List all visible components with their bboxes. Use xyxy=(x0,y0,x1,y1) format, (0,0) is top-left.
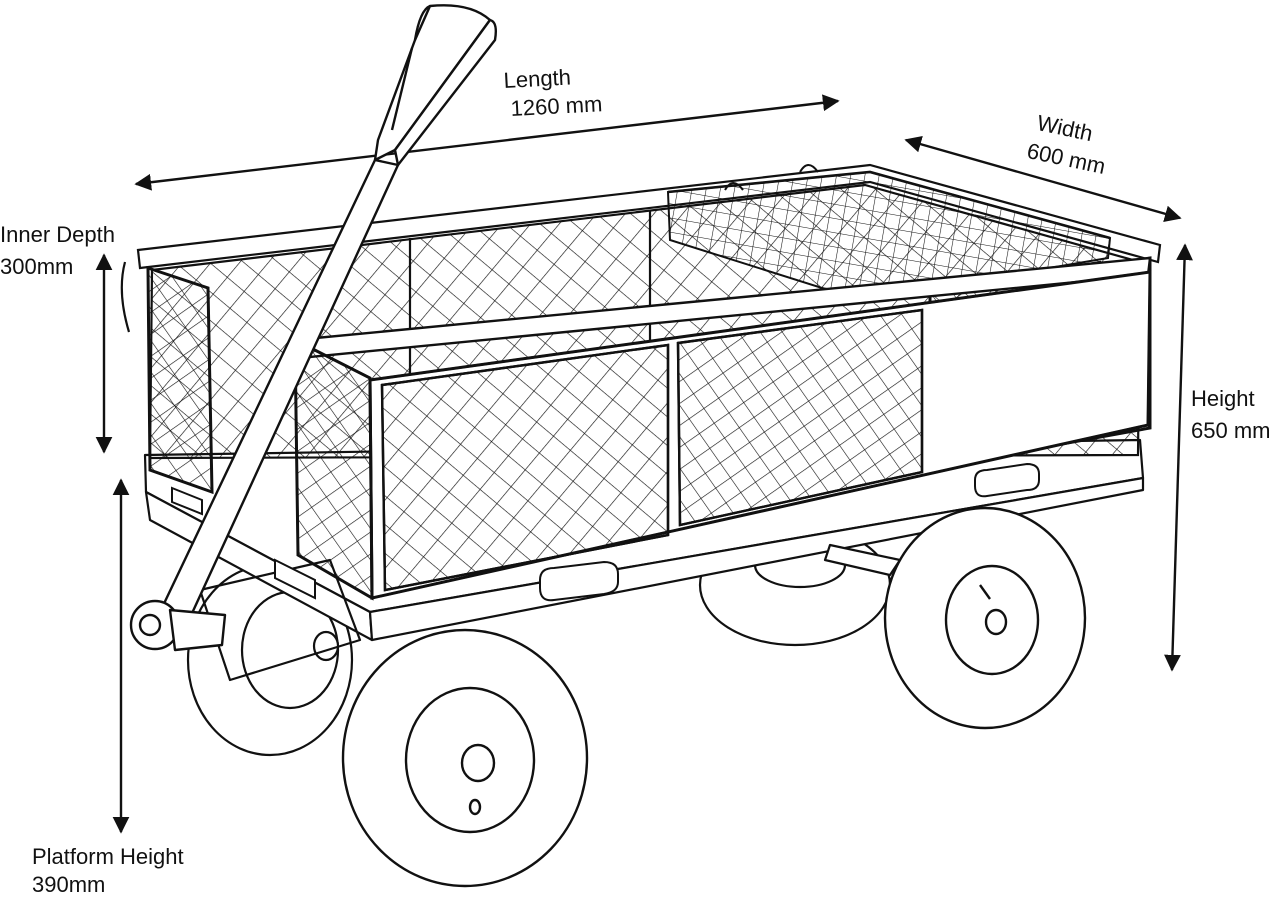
platform-height-value: 390mm xyxy=(32,872,106,897)
dimension-arrows xyxy=(95,94,1193,834)
latches xyxy=(171,462,1040,602)
front-side-panel xyxy=(293,256,1152,601)
width-arrow xyxy=(904,136,1182,222)
pull-handle xyxy=(129,4,498,652)
rear-axle xyxy=(823,543,902,577)
height-value: 650 mm xyxy=(1191,418,1271,443)
length-value: 1260 mm xyxy=(510,91,603,121)
height-arrow xyxy=(1164,243,1193,672)
front-wheels xyxy=(341,506,1087,888)
inner-depth-label: Inner Depth xyxy=(0,222,115,247)
platform-height-label: Platform Height xyxy=(32,844,184,869)
length-label: Length xyxy=(503,64,572,93)
length-arrow xyxy=(134,94,840,191)
height-label: Height xyxy=(1191,386,1255,411)
tray-basket xyxy=(666,164,1112,302)
left-end-panel xyxy=(120,261,214,495)
inner-depth-value: 300mm xyxy=(0,254,74,279)
